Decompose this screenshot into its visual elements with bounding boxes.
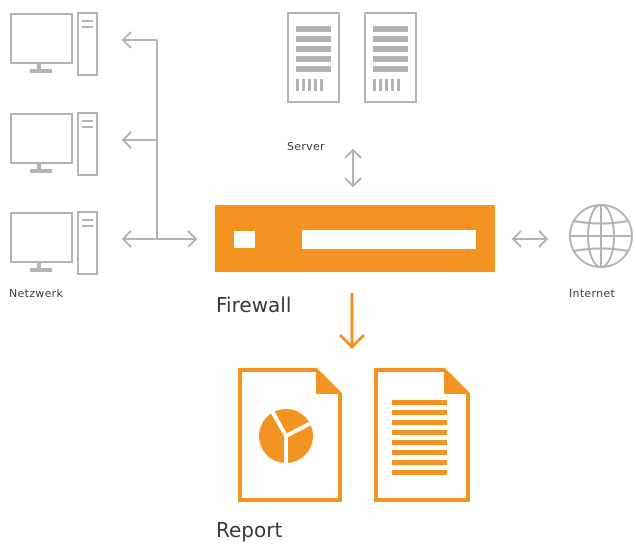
pie-chart-document-icon: [238, 368, 342, 502]
internet-label: Internet: [569, 287, 616, 300]
network-connector: [121, 31, 198, 248]
report-label: Report: [216, 518, 283, 542]
firewall-appliance-icon: [215, 205, 495, 272]
computer-1-icon: [10, 12, 98, 76]
computer-2-icon: [10, 112, 98, 176]
text-document-icon: [374, 368, 470, 502]
report-arrow: [338, 293, 366, 350]
server-2-icon: [364, 12, 417, 103]
firewall-label: Firewall: [216, 293, 292, 317]
server-double-arrow: [344, 148, 362, 188]
internet-double-arrow: [511, 230, 549, 248]
computer-3-icon: [10, 211, 98, 275]
network-label: Netzwerk: [9, 287, 64, 300]
globe-icon: [569, 204, 633, 268]
server-1-icon: [287, 12, 340, 103]
server-label: Server: [287, 140, 325, 153]
